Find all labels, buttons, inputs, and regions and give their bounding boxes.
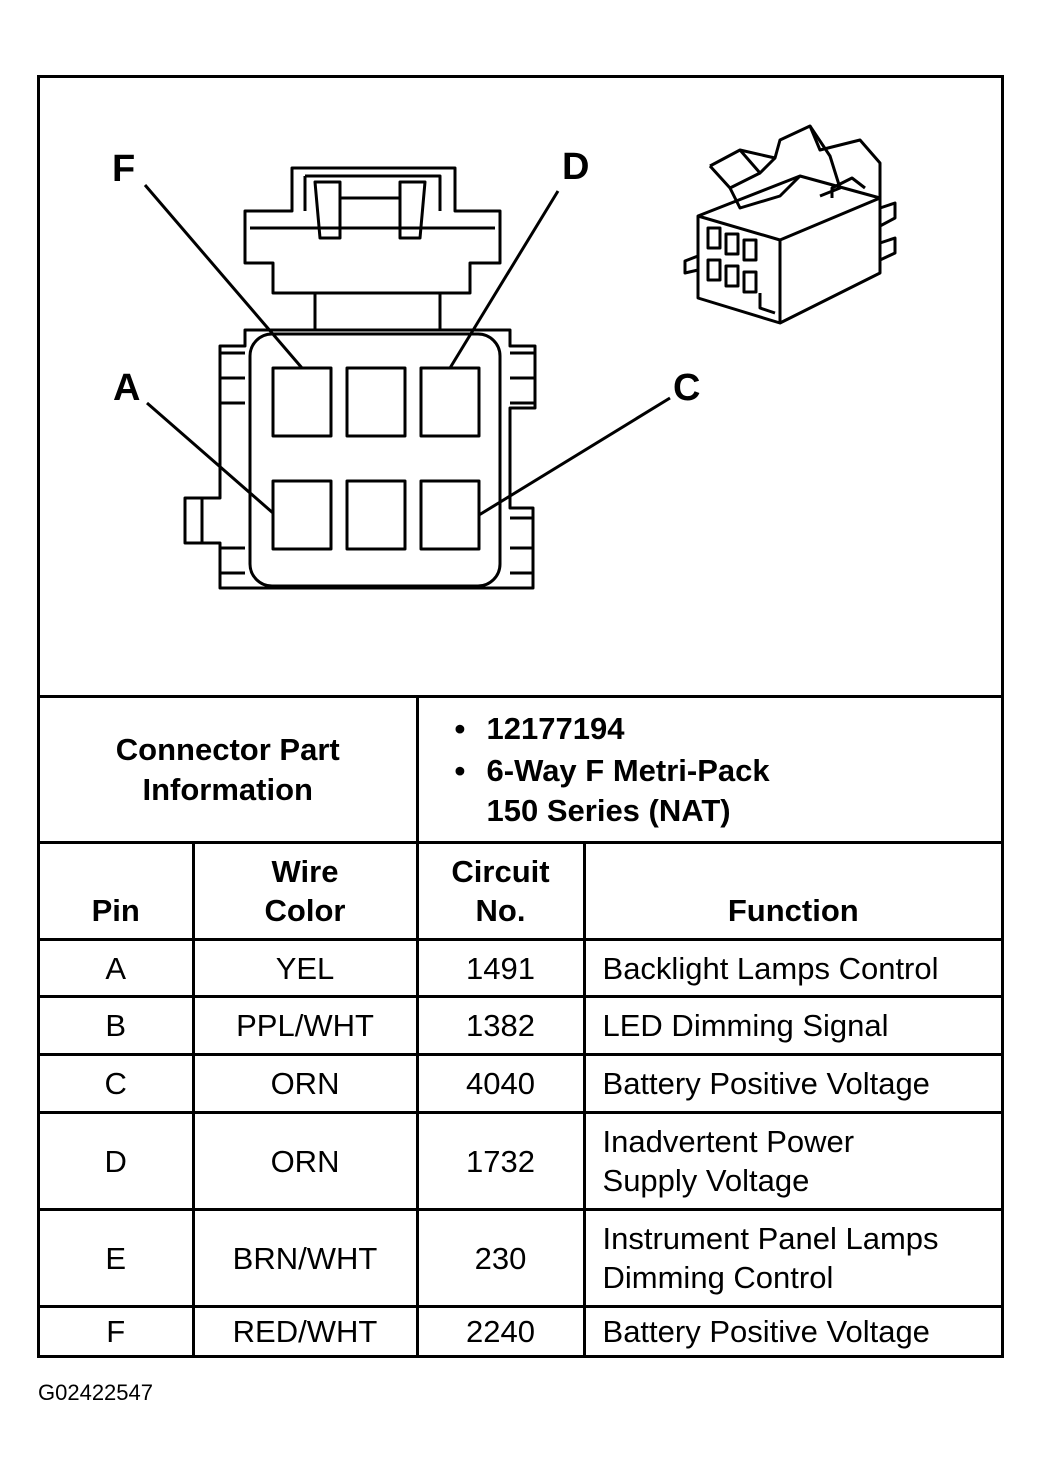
function-cell: Inadvertent Power Supply Voltage bbox=[582, 1111, 1002, 1211]
function-line1: Inadvertent Power bbox=[602, 1124, 855, 1159]
pin-cell: A bbox=[40, 938, 195, 998]
header-circuit-line1: Circuit bbox=[451, 854, 550, 889]
header-wire-color: Wire Color bbox=[191, 841, 419, 941]
table-row: D ORN 1732 Inadvertent Power Supply Volt… bbox=[40, 1111, 1002, 1211]
leader-line-d bbox=[448, 190, 560, 369]
table-row: E BRN/WHT 230 Instrument Panel Lamps Dim… bbox=[40, 1208, 1002, 1308]
leader-line-f bbox=[143, 184, 304, 369]
connector-part-number: 12177194 bbox=[486, 710, 625, 746]
function-line2: Supply Voltage bbox=[602, 1163, 810, 1198]
function-cell: Battery Positive Voltage bbox=[582, 1305, 1002, 1355]
function-cell: Instrument Panel Lamps Dimming Control bbox=[582, 1208, 1002, 1308]
circuit-cell: 1732 bbox=[415, 1111, 586, 1211]
wire-color-cell: ORN bbox=[191, 1111, 419, 1211]
function-line1: LED Dimming Signal bbox=[602, 1008, 889, 1043]
terminal-cavity-c bbox=[419, 479, 481, 551]
pin-cell: B bbox=[40, 995, 195, 1056]
circuit-cell: 4040 bbox=[415, 1053, 586, 1114]
circuit-cell: 230 bbox=[415, 1208, 586, 1308]
connector-info-row: Connector Part Information • 12177194 • … bbox=[40, 695, 1002, 844]
leader-line-c bbox=[478, 396, 671, 517]
pin-callout-c: C bbox=[673, 367, 700, 409]
figure-code: G02422547 bbox=[38, 1380, 153, 1405]
function-cell: LED Dimming Signal bbox=[582, 995, 1002, 1056]
bullet-icon: • bbox=[454, 752, 466, 788]
header-wire-color-line2: Color bbox=[264, 893, 346, 928]
function-line2: Dimming Control bbox=[602, 1260, 834, 1295]
pin-callout-a: A bbox=[113, 367, 140, 409]
terminal-cavity-a bbox=[271, 479, 333, 551]
table-row: C ORN 4040 Battery Positive Voltage bbox=[40, 1053, 1002, 1114]
leader-line-a bbox=[146, 401, 274, 515]
circuit-cell: 2240 bbox=[415, 1305, 586, 1355]
connector-info-values: • 12177194 • 6-Way F Metri-Pack 150 Seri… bbox=[415, 695, 1002, 844]
terminal-cavity-f bbox=[271, 366, 333, 438]
header-circuit-no: Circuit No. bbox=[415, 841, 586, 941]
wire-color-cell: PPL/WHT bbox=[191, 995, 419, 1056]
pin-callout-f: F bbox=[112, 148, 135, 190]
connector-latch bbox=[243, 166, 502, 295]
connector-figure-frame: F D A C bbox=[37, 75, 1004, 1358]
bullet-icon: • bbox=[454, 710, 466, 746]
function-cell: Backlight Lamps Control bbox=[582, 938, 1002, 998]
connector-face-drawing: F D A C bbox=[112, 124, 897, 590]
function-line1: Battery Positive Voltage bbox=[602, 1066, 930, 1101]
function-cell: Battery Positive Voltage bbox=[582, 1053, 1002, 1114]
pin-cell: D bbox=[40, 1111, 195, 1211]
header-function-label: Function bbox=[727, 893, 859, 928]
pin-callout-d: D bbox=[562, 146, 589, 188]
pin-cell: F bbox=[40, 1305, 195, 1355]
terminal-cavity-b bbox=[345, 479, 407, 551]
connector-description-line1: 6-Way F Metri-Pack bbox=[486, 752, 770, 788]
terminal-cavity-e bbox=[345, 366, 407, 438]
circuit-cell: 1491 bbox=[415, 938, 586, 998]
connector-isometric-view bbox=[683, 124, 897, 325]
connector-info-label-line1: Connector Part bbox=[115, 731, 340, 767]
wire-color-cell: ORN bbox=[191, 1053, 419, 1114]
connector-info-label: Connector Part Information bbox=[40, 695, 419, 844]
connector-pinout-table: Connector Part Information • 12177194 • … bbox=[40, 695, 1002, 1355]
function-line1: Battery Positive Voltage bbox=[602, 1313, 930, 1349]
table-row: A YEL 1491 Backlight Lamps Control bbox=[40, 938, 1002, 998]
table-header-row: Pin Wire Color Circuit No. Function bbox=[40, 841, 1002, 941]
terminal-cavity-d bbox=[419, 366, 481, 438]
wire-color-cell: RED/WHT bbox=[191, 1305, 419, 1355]
header-pin-label: Pin bbox=[91, 893, 140, 928]
table-row: F RED/WHT 2240 Battery Positive Voltage bbox=[40, 1305, 1002, 1355]
header-wire-color-line1: Wire bbox=[271, 854, 339, 889]
connector-description-line2: 150 Series (NAT) bbox=[486, 792, 731, 828]
header-circuit-line2: No. bbox=[475, 893, 526, 928]
function-line1: Backlight Lamps Control bbox=[602, 950, 939, 986]
circuit-cell: 1382 bbox=[415, 995, 586, 1056]
connector-info-label-line2: Information bbox=[142, 771, 314, 807]
connector-diagram: F D A C bbox=[40, 78, 1001, 696]
connector-cavity bbox=[248, 332, 502, 588]
pin-cell: E bbox=[40, 1208, 195, 1308]
table-row: B PPL/WHT 1382 LED Dimming Signal bbox=[40, 995, 1002, 1056]
header-function: Function bbox=[582, 841, 1002, 941]
header-pin: Pin bbox=[40, 841, 195, 941]
wire-color-cell: YEL bbox=[191, 938, 419, 998]
function-line1: Instrument Panel Lamps bbox=[602, 1221, 939, 1256]
wire-color-cell: BRN/WHT bbox=[191, 1208, 419, 1308]
pin-cell: C bbox=[40, 1053, 195, 1114]
